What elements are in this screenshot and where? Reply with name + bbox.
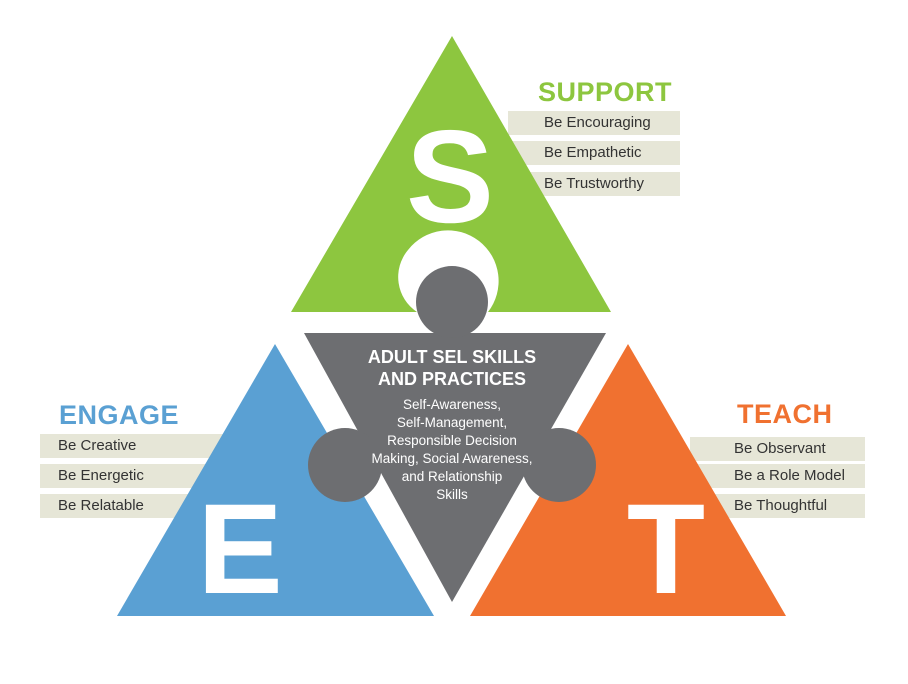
teach-heading: TEACH (737, 399, 833, 429)
support-triangle (291, 36, 611, 312)
support-letter: S (406, 103, 494, 250)
center-knob-top (416, 266, 488, 338)
engage-letter: E (197, 478, 282, 621)
teach-letter: T (627, 478, 705, 621)
teach-item-bar: Be Observant (690, 437, 865, 461)
center-triangle (304, 333, 606, 602)
engage-heading: ENGAGE (59, 400, 180, 430)
support-item-bar: Be Encouraging (508, 111, 680, 135)
center-knob-right (522, 428, 596, 502)
support-heading: SUPPORT (538, 77, 673, 107)
teach-item-bar: Be a Role Model (690, 464, 865, 488)
center-body: Self-Awareness, Self-Management, Respons… (371, 397, 533, 502)
engage-triangle (117, 344, 434, 616)
support-item-bar: Be Empathetic (508, 141, 680, 165)
center-knob-left (308, 428, 382, 502)
engage-item-bar: Be Creative (40, 434, 240, 458)
center-title: ADULT SEL SKILLS AND PRACTICES (367, 347, 537, 389)
teach-triangle (470, 344, 786, 616)
